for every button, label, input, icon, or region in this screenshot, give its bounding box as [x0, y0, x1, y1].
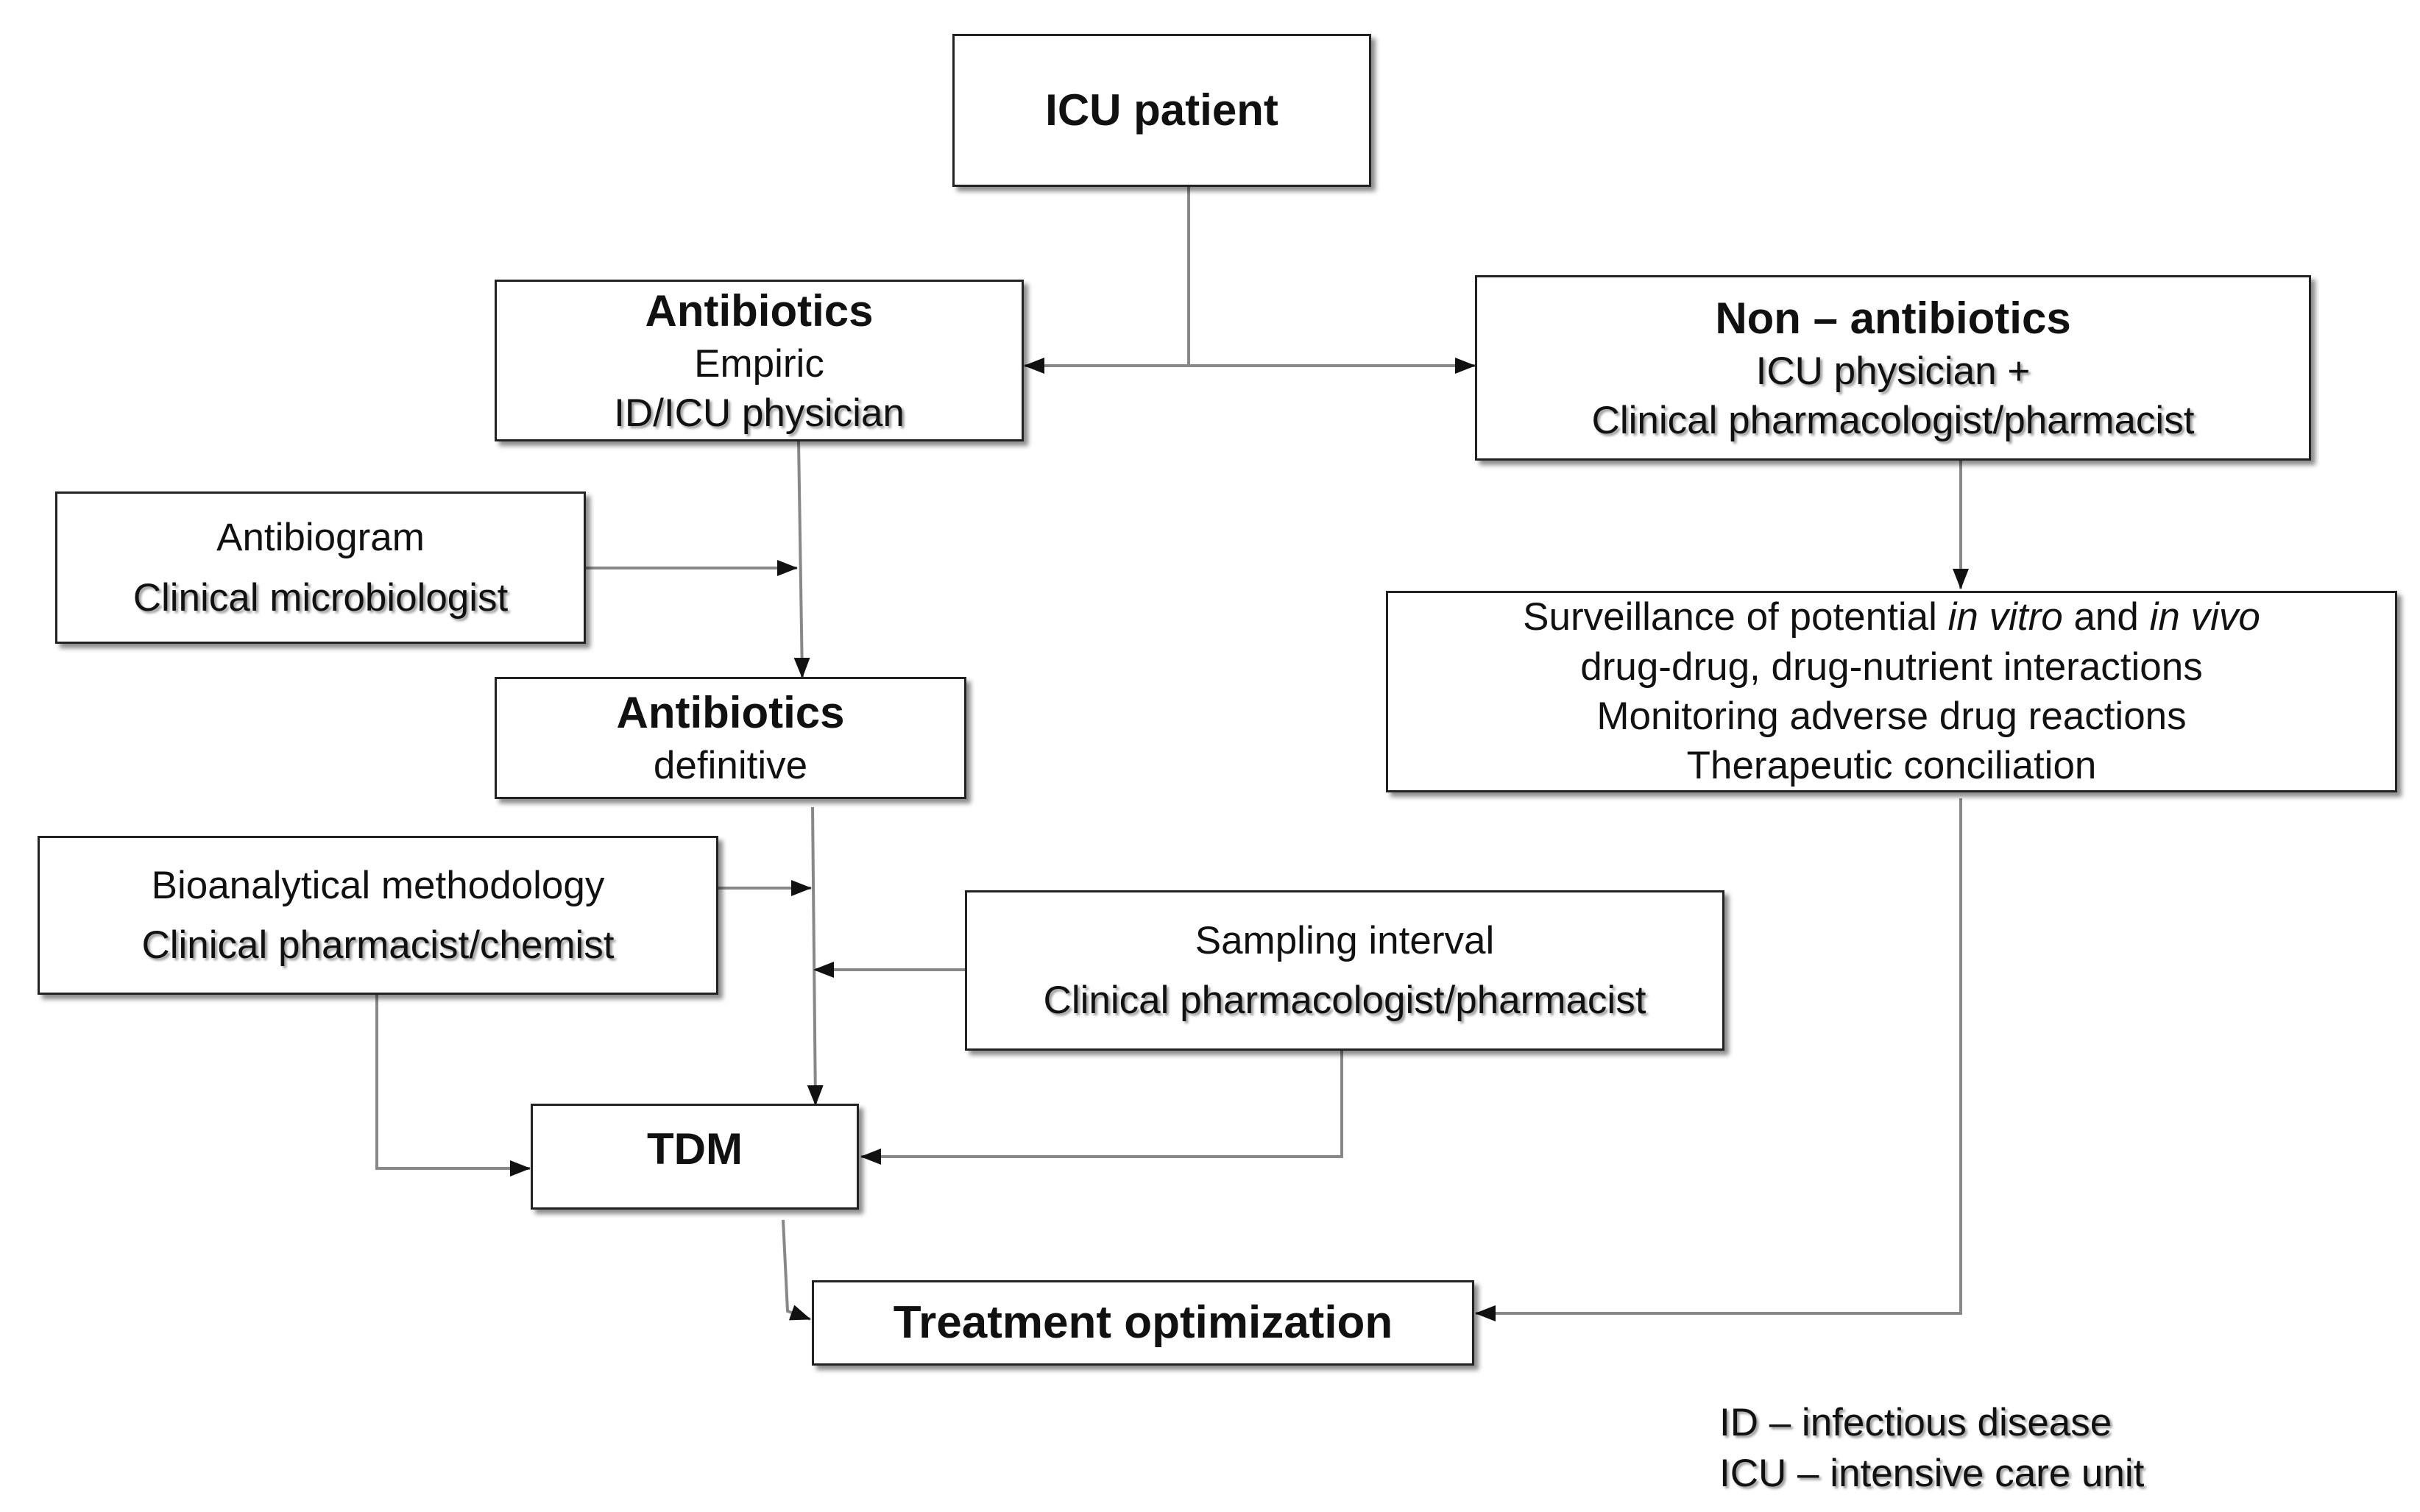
antibiotics-empiric-type: Empiric — [694, 341, 824, 386]
surveillance-line-1a: Surveillance of potential — [1523, 595, 1948, 639]
edge-definitive-to-tdm — [807, 806, 824, 1106]
non-antibiotics-role-2: Clinical pharmacologist/pharmacist — [1591, 399, 2195, 443]
non-antibiotics-title: Non – antibiotics — [1715, 293, 2071, 343]
tdm-title: TDM — [647, 1124, 743, 1174]
node-sampling: Sampling interval Clinical pharmacologis… — [965, 890, 1724, 1051]
legend: ID – infectious disease ICU – intensive … — [1719, 1398, 2144, 1499]
antibiotics-empiric-role: ID/ICU physician — [614, 391, 905, 436]
node-antibiotics-empiric: Antibiotics Empiric ID/ICU physician — [495, 280, 1024, 441]
node-antibiotics-definitive: Antibiotics definitive — [495, 677, 966, 799]
node-tdm: TDM — [531, 1104, 859, 1210]
antibiotics-definitive-type: definitive — [653, 744, 808, 788]
non-antibiotics-role-1: ICU physician + — [1755, 349, 2031, 393]
edge-empiric-to-definitive — [793, 441, 810, 678]
bioanalytical-title: Bioanalytical methodology — [151, 863, 605, 907]
antibiotics-definitive-title: Antibiotics — [616, 688, 845, 738]
surveillance-line-1: Surveillance of potential in vitro and i… — [1523, 592, 2260, 642]
edge-surveillance-to-treatment — [1475, 798, 1962, 1321]
surveillance-in-vivo: in vivo — [2149, 595, 2260, 639]
antibiotics-empiric-title: Antibiotics — [645, 285, 874, 336]
legend-icu: ICU – intensive care unit — [1719, 1451, 2145, 1495]
node-icu-patient: ICU patient — [952, 34, 1371, 187]
antibiogram-title: Antibiogram — [216, 516, 425, 560]
icu-patient-title: ICU patient — [1045, 85, 1278, 135]
node-antibiogram: Antibiogram Clinical microbiologist — [55, 491, 586, 644]
surveillance-line-1c: and — [2062, 595, 2150, 639]
edge-tdm-to-treatment — [782, 1219, 811, 1321]
sampling-title: Sampling interval — [1195, 918, 1495, 962]
node-treatment-optimization: Treatment optimization — [812, 1280, 1474, 1366]
node-surveillance: Surveillance of potential in vitro and i… — [1386, 591, 2397, 792]
node-bioanalytical: Bioanalytical methodology Clinical pharm… — [38, 836, 718, 995]
surveillance-line-3: Monitoring adverse drug reactions — [1596, 695, 2187, 738]
treatment-optimization-title: Treatment optimization — [893, 1296, 1393, 1348]
edge-sampling-to-tdm — [860, 1051, 1343, 1165]
surveillance-in-vitro: in vitro — [1947, 595, 2063, 639]
node-non-antibiotics: Non – antibiotics ICU physician + Clinic… — [1475, 275, 2311, 461]
surveillance-line-2: drug-drug, drug-nutrient interactions — [1580, 645, 2203, 689]
surveillance-line-4: Therapeutic conciliation — [1686, 744, 2097, 788]
sampling-role: Clinical pharmacologist/pharmacist — [1043, 979, 1646, 1022]
edge-bioanalytical-to-tdm — [375, 995, 531, 1176]
legend-id: ID – infectious disease — [1719, 1401, 2112, 1444]
antibiogram-role: Clinical microbiologist — [132, 575, 509, 620]
bioanalytical-role: Clinical pharmacist/chemist — [141, 923, 615, 967]
